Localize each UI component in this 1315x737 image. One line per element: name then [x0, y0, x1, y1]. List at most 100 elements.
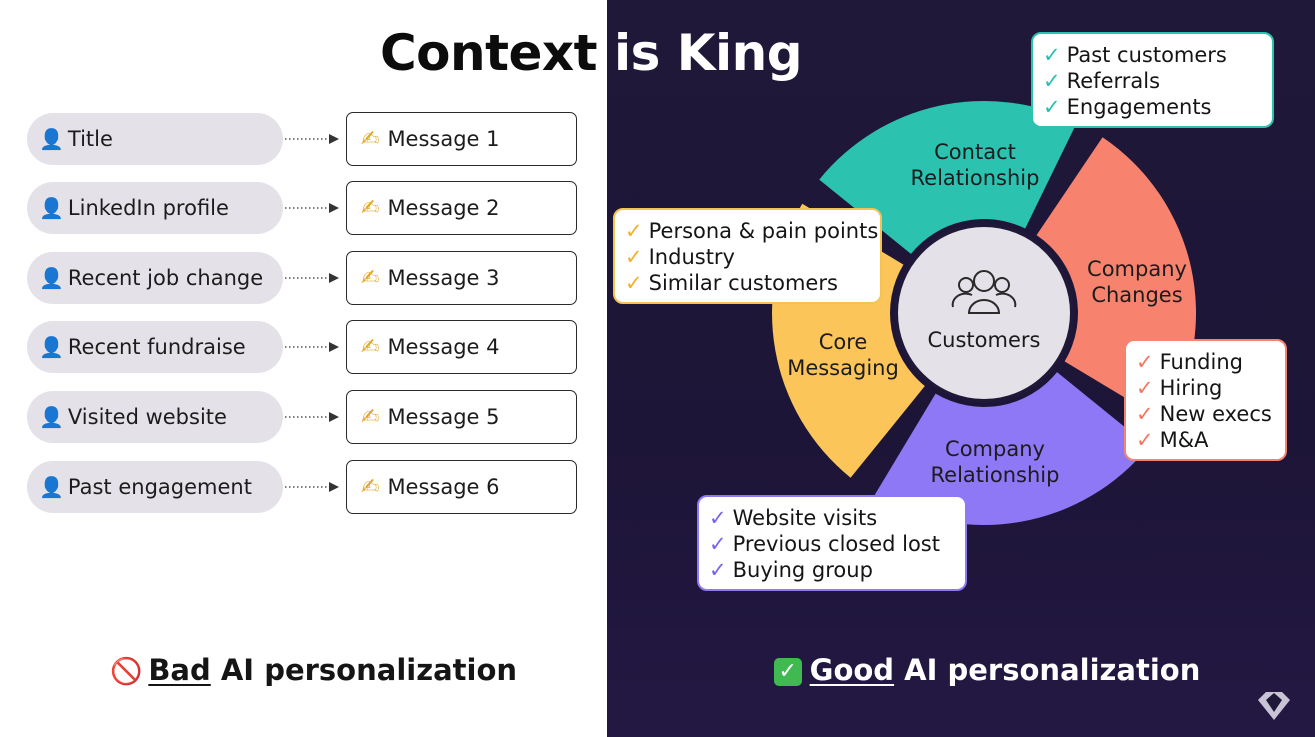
callout-item: ✓Hiring [1136, 375, 1275, 401]
segment-label-core-1: Core [819, 330, 868, 354]
dotted-arrow [285, 412, 339, 422]
prohibited-icon: 🚫 [109, 657, 143, 687]
person-icon: 👤 [39, 196, 64, 220]
callout-item: ✓Industry [625, 244, 870, 270]
callout-item: ✓Persona & pain points [625, 218, 878, 244]
message-box: ✍ Message 1 [346, 112, 577, 166]
signal-pill: 👤Recent job change [27, 252, 283, 304]
callout-item: ✓New execs [1136, 401, 1275, 427]
signal-pill: 👤Visited website [27, 391, 283, 443]
callout-company-changes: ✓Funding ✓Hiring ✓New execs ✓M&A [1124, 339, 1287, 461]
checkmark-icon: ✓ [625, 245, 643, 269]
message-box: ✍Message 6 [346, 460, 577, 514]
dotted-arrow [285, 203, 339, 213]
callout-text: M&A [1159, 428, 1209, 452]
message-label: Message 4 [387, 335, 500, 359]
check-mark-button-icon: ✓ [773, 658, 802, 686]
writing-hand-icon: ✍ [361, 195, 380, 221]
checkmark-icon: ✓ [709, 532, 727, 556]
callout-item: ✓M&A [1136, 427, 1275, 453]
message-label: Message 3 [387, 266, 500, 290]
slide-title: Context is King [0, 22, 1182, 84]
writing-hand-icon: ✍ [361, 404, 380, 430]
segment-label-rel-2: Relationship [931, 463, 1060, 487]
callout-item: ✓Past customers [1043, 42, 1262, 68]
title-part-context: Context [379, 24, 598, 82]
callout-item: ✓Referrals [1043, 68, 1262, 94]
callout-item: ✓Buying group [709, 557, 955, 583]
segment-label-changes-2: Changes [1091, 283, 1182, 307]
signal-pill: 👤Past engagement [27, 461, 283, 513]
callout-text: Referrals [1066, 69, 1161, 93]
checkmark-icon: ✓ [1043, 95, 1061, 119]
person-icon: 👤 [39, 405, 64, 429]
writing-hand-icon: ✍ [361, 265, 380, 291]
caption-good-personalization: ✓Good AI personalization [607, 650, 1315, 690]
callout-item: ✓Previous closed lost [709, 531, 955, 557]
signal-pill: 👤Recent fundraise [27, 321, 283, 373]
checkmark-icon: ✓ [1136, 428, 1154, 452]
checkmark-icon: ✓ [1136, 376, 1154, 400]
callout-text: Previous closed lost [732, 532, 940, 556]
callout-text: Funding [1159, 350, 1243, 374]
message-box: ✍ Message 5 [346, 390, 577, 444]
writing-hand-icon: ✍ [361, 334, 380, 360]
dotted-arrow [285, 273, 339, 283]
checkmark-icon: ✓ [709, 558, 727, 582]
segment-company-relationship [874, 372, 1149, 525]
callout-text: Persona & pain points [648, 219, 879, 243]
signal-label: Visited website [67, 405, 227, 429]
checkmark-icon: ✓ [625, 219, 643, 243]
person-icon: 👤 [39, 266, 64, 290]
callout-text: Similar customers [648, 271, 838, 295]
caption-emphasis: Good [809, 653, 895, 687]
caption-rest: AI personalization [210, 653, 518, 687]
callout-text: Buying group [732, 558, 873, 582]
segment-label-rel-1: Company [945, 437, 1045, 461]
caption-emphasis: Bad [148, 653, 211, 687]
message-label: Message 5 [387, 405, 500, 429]
signal-pill: 👤LinkedIn profile [27, 182, 283, 234]
caption-bad-personalization: 🚫Bad AI personalization [0, 650, 627, 692]
checkmark-icon: ✓ [1043, 69, 1061, 93]
callout-text: Engagements [1066, 95, 1212, 119]
callout-item: ✓Funding [1136, 349, 1275, 375]
callout-text: Industry [648, 245, 735, 269]
dotted-arrow [285, 134, 339, 144]
signal-label: Title [67, 127, 113, 151]
segment-contact-relationship [819, 100, 1077, 254]
signal-label: Recent job change [67, 266, 264, 290]
signal-label: LinkedIn profile [67, 196, 229, 220]
callout-text: Hiring [1159, 376, 1223, 400]
callout-contact-relationship: ✓Past customers ✓Referrals ✓Engagements [1031, 32, 1274, 128]
dotted-arrow [285, 342, 339, 352]
segment-label-contact-2: Relationship [911, 166, 1040, 190]
group-icon [951, 270, 1017, 314]
callout-text: Past customers [1066, 43, 1227, 67]
title-part-rest: is King [597, 24, 803, 82]
person-icon: 👤 [39, 475, 64, 499]
checkmark-icon: ✓ [1136, 350, 1154, 374]
message-box: ✍Message 2 [346, 181, 577, 235]
callout-company-relationship: ✓Website visits ✓Previous closed lost ✓B… [697, 495, 967, 591]
checkmark-icon: ✓ [1136, 402, 1154, 426]
callout-core-messaging: ✓Persona & pain points ✓Industry ✓Simila… [613, 208, 882, 304]
signal-label: Past engagement [67, 475, 252, 499]
person-icon: 👤 [39, 335, 64, 359]
segment-label-changes-1: Company [1087, 257, 1187, 281]
callout-item: ✓Website visits [709, 505, 955, 531]
gem-logo-icon [1258, 692, 1290, 720]
caption-rest: AI personalization [894, 653, 1201, 687]
callout-item: ✓Engagements [1043, 94, 1262, 120]
person-icon: 👤 [39, 127, 64, 151]
callout-item: ✓Similar customers [625, 270, 870, 296]
hub-label: Customers [928, 328, 1041, 352]
callout-text: New execs [1159, 402, 1272, 426]
checkmark-icon: ✓ [1043, 43, 1061, 67]
signal-pill: 👤Title [27, 113, 283, 165]
writing-hand-icon: ✍ [361, 474, 380, 500]
message-box: ✍ Message 4 [346, 320, 577, 374]
callout-text: Website visits [732, 506, 878, 530]
message-label: Message 1 [387, 127, 500, 151]
writing-hand-icon: ✍ [361, 126, 380, 152]
